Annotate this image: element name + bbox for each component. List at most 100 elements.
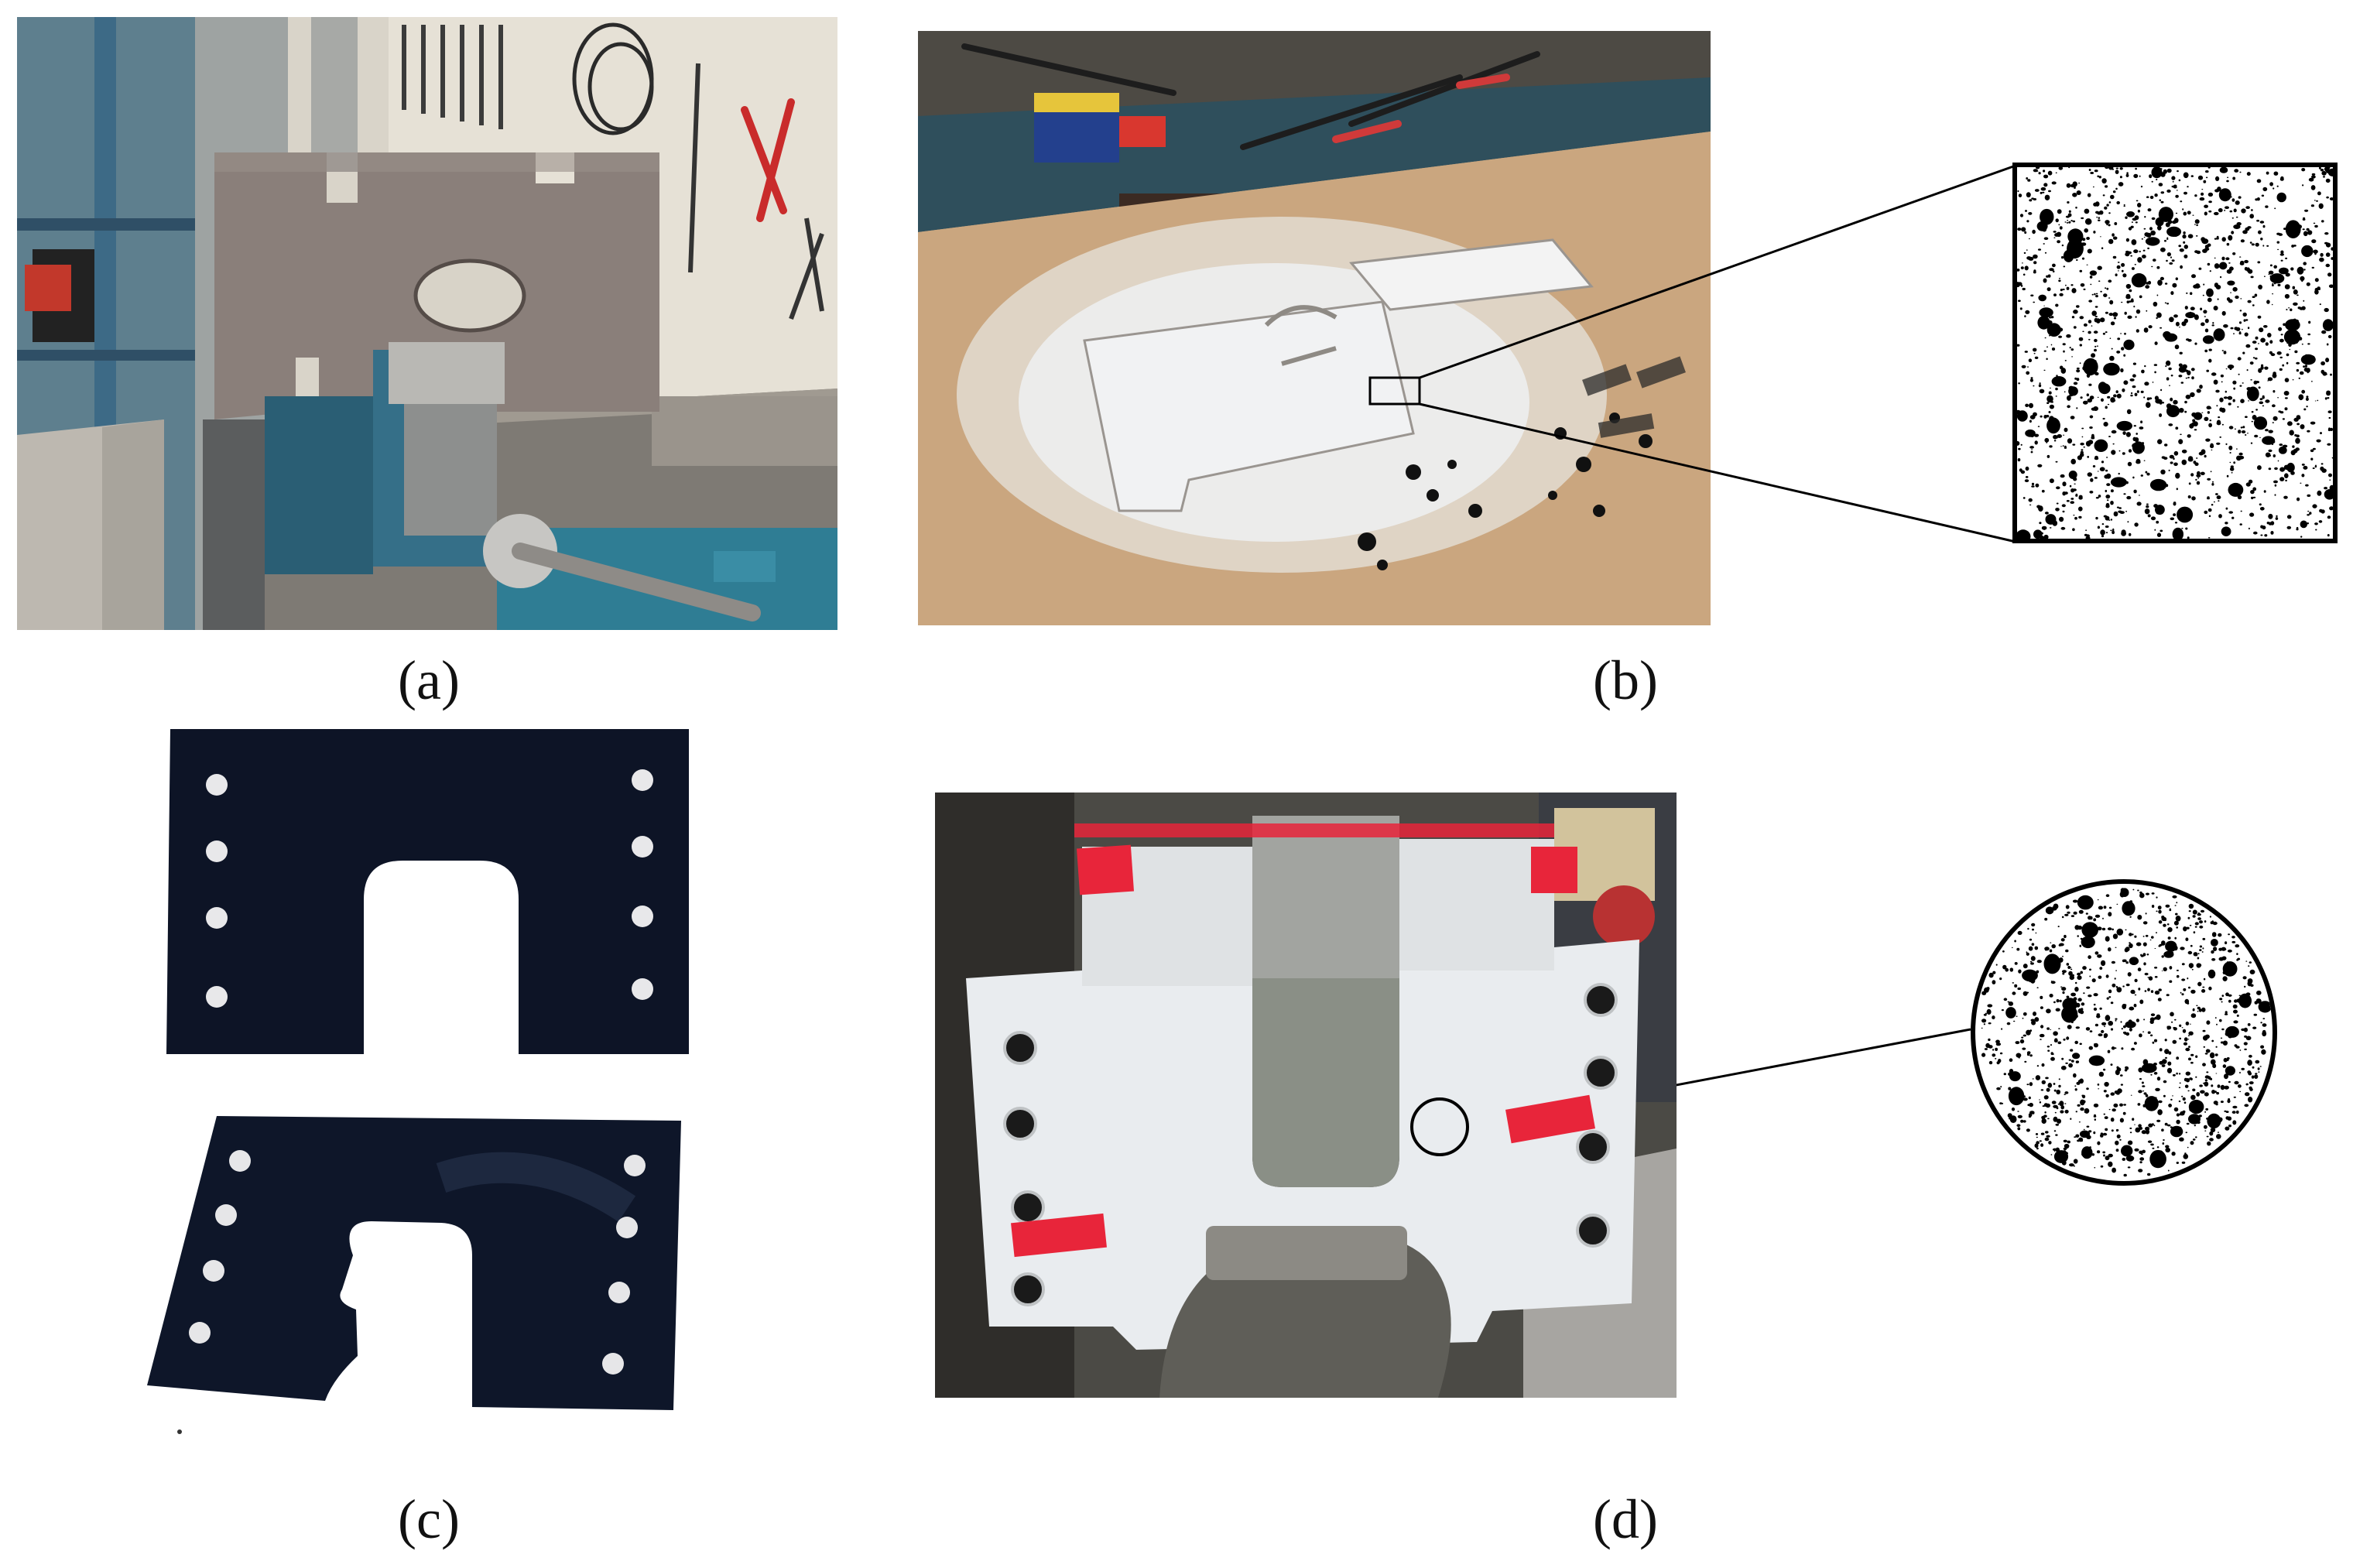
speckle-dot	[2157, 225, 2162, 231]
speckle-dot	[2067, 438, 2073, 444]
speckle-dot	[2060, 526, 2066, 530]
speckle-dot	[2067, 911, 2070, 914]
speckle-dot	[2242, 230, 2248, 235]
speckle-dot	[2247, 981, 2252, 987]
speckle-dot	[2314, 522, 2318, 526]
speckle-dot	[2171, 1152, 2176, 1156]
speckle-dot	[2280, 259, 2283, 262]
speckle-dot	[2197, 471, 2201, 476]
speckle-dot	[2040, 1132, 2045, 1135]
speckle-dot	[2303, 231, 2308, 237]
speckle-dot	[2066, 222, 2069, 224]
speckle-dot	[2018, 193, 2022, 197]
speckle-dot	[2093, 1007, 2098, 1011]
speckle-dot	[2043, 174, 2049, 179]
speckle-dot	[2129, 1028, 2132, 1032]
speckle-dot	[2218, 957, 2225, 961]
speckle-dot	[2245, 960, 2248, 962]
speckle-dot	[2331, 257, 2333, 260]
speckle-dot	[2220, 1037, 2223, 1039]
speckle-dot	[2237, 495, 2242, 500]
speckle-dot	[2214, 263, 2220, 269]
speckle-dot	[2117, 262, 2120, 263]
speckle-dot	[2078, 182, 2080, 184]
speckle-dot	[2031, 482, 2035, 486]
speckle-dot	[2100, 236, 2101, 238]
speckle-dot	[2033, 1012, 2036, 1016]
speckle-dot	[2328, 416, 2331, 419]
speckle-dot	[2329, 479, 2331, 481]
speckle-dot	[2040, 415, 2043, 418]
speckle-dot	[2132, 1118, 2135, 1121]
speckle-dot	[2221, 407, 2226, 413]
speckle-dot	[2058, 1084, 2061, 1088]
speckle-dot	[2206, 1118, 2209, 1120]
speckle-dot	[2199, 1084, 2203, 1087]
speckle-dot	[2080, 452, 2084, 457]
speckle-dot	[2178, 1073, 2181, 1075]
speckle-dot	[2179, 1137, 2184, 1142]
speckle-dot	[2196, 224, 2198, 227]
speckle-dot	[2202, 947, 2204, 950]
speckle-dot	[2108, 224, 2111, 227]
speckle-dot	[2050, 1056, 2055, 1061]
speckle-dot	[2154, 990, 2160, 995]
speckle-dot	[2151, 217, 2156, 221]
speckle-dot	[2044, 194, 2050, 200]
speckle-dot	[2087, 248, 2092, 254]
speckle-dot	[2197, 981, 2202, 987]
speckle-dot	[2206, 369, 2209, 372]
speckle-dot	[2268, 270, 2274, 275]
speckle-dot	[2150, 1073, 2153, 1076]
speckle-dot	[2098, 1071, 2105, 1077]
speckle-dot	[2302, 184, 2304, 187]
speckle-dot	[2196, 1092, 2201, 1097]
speckle-dot	[2040, 532, 2043, 535]
speckle-dot	[2115, 1149, 2119, 1152]
speckle-dot	[2258, 343, 2259, 344]
speckle-dot	[2123, 205, 2125, 207]
speckle-dot	[2152, 1123, 2154, 1126]
speckle-dot	[2234, 327, 2238, 330]
speckle-dot	[2176, 1113, 2180, 1117]
speckle-dot	[2056, 486, 2060, 490]
speckle-dot	[2277, 397, 2279, 399]
speckle-dot	[2134, 437, 2139, 443]
speckle-dot	[2159, 168, 2163, 170]
speckle-dot	[2172, 1095, 2173, 1097]
speckle-dot	[2127, 1166, 2131, 1169]
speckle-dot	[2068, 1063, 2073, 1068]
speckle-dot	[2255, 347, 2259, 351]
speckle-dot	[2110, 477, 2127, 488]
speckle-dot	[2166, 259, 2168, 262]
speckle-dot	[2160, 247, 2166, 252]
speckle-dot	[2016, 1015, 2018, 1017]
speckle-dot	[2109, 337, 2112, 339]
speckle-dot	[2000, 1086, 2002, 1088]
speckle-dot	[2024, 351, 2028, 353]
speckle-dot	[2161, 1064, 2166, 1067]
speckle-dot	[2046, 454, 2050, 458]
speckle-dot	[2063, 265, 2066, 268]
speckle-dot	[2176, 902, 2178, 904]
speckle-dot	[2227, 1032, 2233, 1039]
speckle-dot	[2158, 920, 2163, 924]
speckle-dot	[2158, 1100, 2163, 1104]
speckle-dot	[2136, 329, 2139, 333]
speckle-dot	[2141, 369, 2145, 374]
speckle-dot	[2090, 283, 2092, 286]
speckle-dot	[2156, 910, 2158, 912]
speckle-dot	[2225, 1011, 2228, 1014]
speckle-dot	[2147, 1140, 2153, 1143]
speckle-dot	[2142, 1149, 2146, 1154]
speckle-dot	[2222, 1064, 2227, 1068]
speckle-dot	[2292, 464, 2294, 465]
speckle-dot	[2248, 527, 2250, 530]
speckle-dot	[2116, 506, 2119, 508]
speckle-dot	[2163, 169, 2167, 174]
speckle-dot	[2121, 1047, 2124, 1050]
speckle-dot	[2082, 366, 2087, 371]
speckle-dot	[2046, 287, 2051, 292]
speckle-dot	[2105, 495, 2111, 499]
speckle-dot	[2129, 532, 2132, 536]
